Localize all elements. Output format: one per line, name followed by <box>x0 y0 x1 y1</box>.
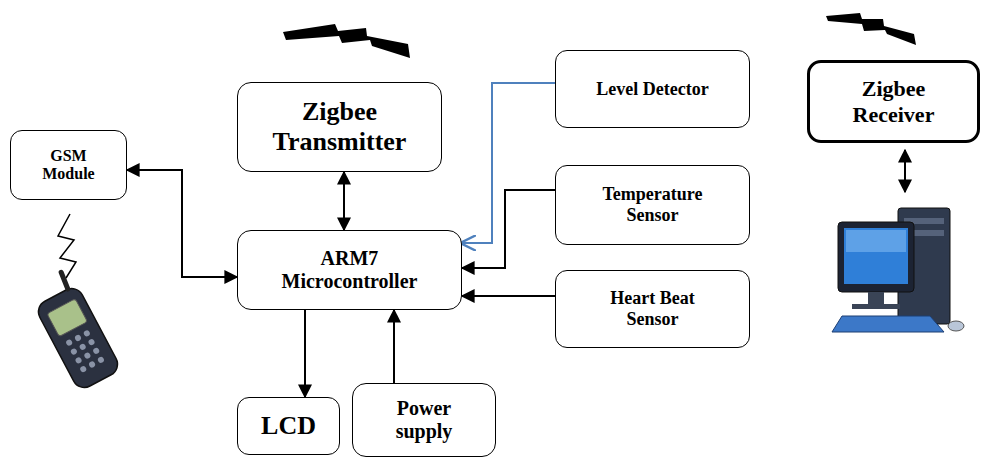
heartbeat-sensor: Heart Beat Sensor <box>555 270 750 348</box>
mobile-phone <box>26 268 122 391</box>
link-arrow <box>904 150 906 192</box>
box-label: ARM7 Microcontroller <box>265 247 435 293</box>
box-label: Zigbee Transmitter <box>250 97 430 157</box>
microcontroller: ARM7 Microcontroller <box>237 230 462 310</box>
temperature-sensor: Temperature Sensor <box>555 165 750 245</box>
box-label: Zigbee Receiver <box>829 76 959 127</box>
box-label: Temperature Sensor <box>583 184 723 225</box>
connector-arrow <box>462 295 555 297</box>
connector-arrow <box>304 310 306 397</box>
wireless-symbol <box>826 13 916 45</box>
connector-arrow <box>462 190 555 268</box>
box-label: Heart Beat Sensor <box>583 288 723 329</box>
power-supply: Power supply <box>352 383 496 457</box>
connector-arrow <box>393 310 395 383</box>
connector-arrow <box>462 83 555 243</box>
box-label: Level Detector <box>596 79 708 100</box>
box-label: LCD <box>261 411 316 441</box>
lcd-display: LCD <box>237 397 340 455</box>
computer <box>832 208 964 332</box>
wireless-symbol <box>58 214 76 278</box>
zigbee-transmitter: Zigbee Transmitter <box>237 82 442 172</box>
connector-arrow <box>127 170 237 277</box>
connector-arrow <box>343 172 345 230</box>
box-label: Power supply <box>369 397 479 443</box>
level-detector: Level Detector <box>555 50 750 128</box>
zigbee-receiver: Zigbee Receiver <box>807 60 980 143</box>
box-label: GSM Module <box>24 147 114 184</box>
wireless-symbol <box>283 24 410 58</box>
gsm-module: GSM Module <box>10 130 127 200</box>
